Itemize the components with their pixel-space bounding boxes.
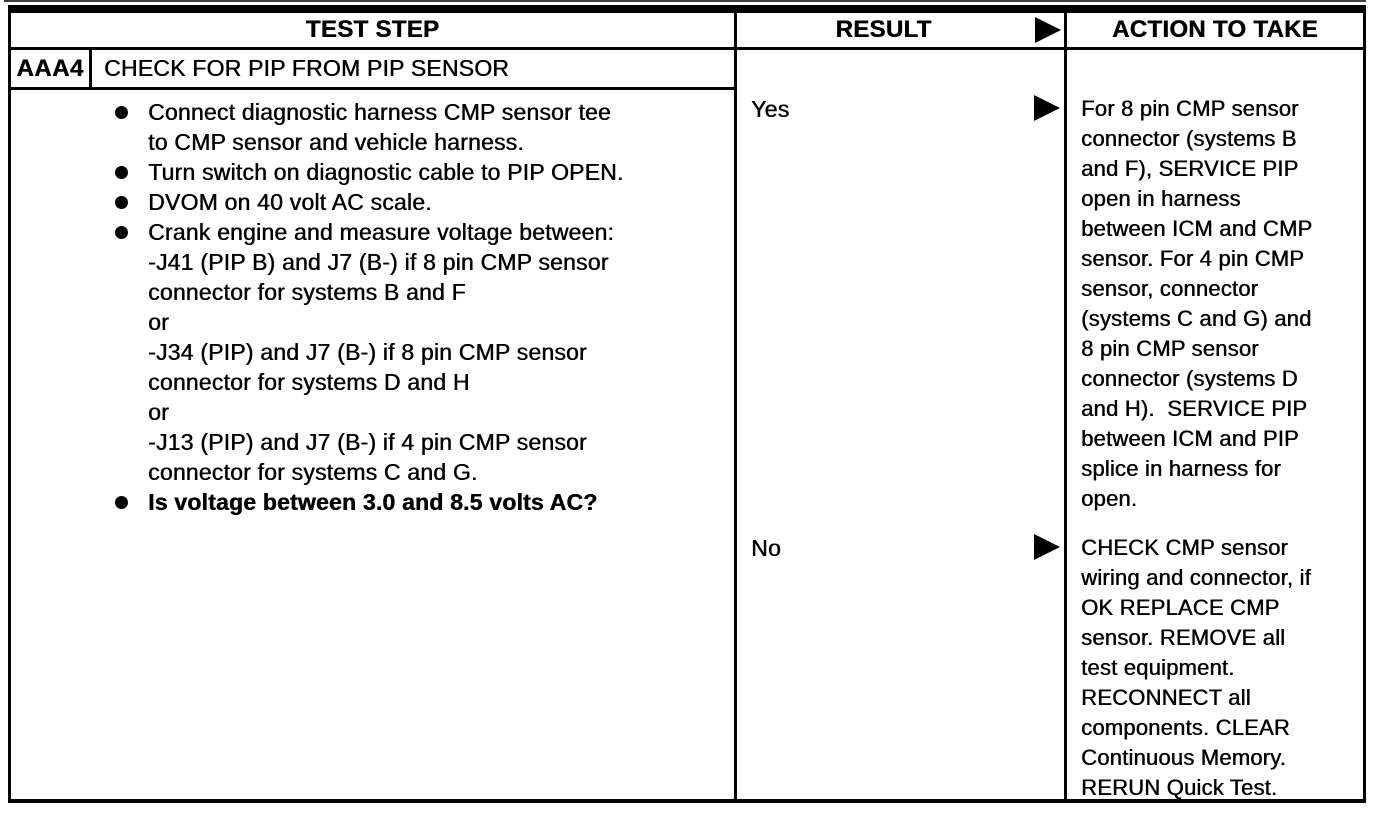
action-text-yes: For 8 pin CMP sensor connector (systems … bbox=[1081, 96, 1313, 511]
list-item-question: Is voltage between 3.0 and 8.5 volts AC? bbox=[11, 487, 734, 517]
result-label-no: No bbox=[751, 535, 782, 561]
bullet-text: DVOM on 40 volt AC scale. bbox=[148, 189, 432, 215]
bullet-icon bbox=[115, 196, 128, 209]
bullet-icon bbox=[115, 166, 128, 179]
diagnostic-test-table: TEST STEP RESULT ACTION TO TAKE AAA4 CHE… bbox=[8, 5, 1366, 803]
action-header-label: ACTION TO TAKE bbox=[1112, 16, 1318, 43]
result-row-yes: Yes bbox=[737, 94, 1064, 124]
list-item: Crank engine and measure voltage between… bbox=[11, 217, 734, 487]
list-item: Turn switch on diagnostic cable to PIP O… bbox=[11, 157, 734, 187]
step-header-row: AAA4 CHECK FOR PIP FROM PIP SENSOR bbox=[11, 50, 734, 90]
result-label-yes: Yes bbox=[751, 96, 790, 122]
action-column: For 8 pin CMP sensor connector (systems … bbox=[1067, 50, 1363, 800]
bullet-icon bbox=[115, 226, 128, 239]
result-arrow-icon bbox=[1035, 17, 1061, 43]
bullet-text: Crank engine and measure voltage between… bbox=[148, 219, 614, 485]
step-id-cell: AAA4 bbox=[11, 50, 92, 87]
bullet-text: Turn switch on diagnostic cable to PIP O… bbox=[148, 159, 624, 185]
action-text-no: CHECK CMP sensor wiring and connector, i… bbox=[1081, 535, 1311, 800]
result-column: Yes No bbox=[737, 50, 1067, 799]
result-header-label: RESULT bbox=[835, 16, 932, 43]
table-body: AAA4 CHECK FOR PIP FROM PIP SENSOR Conne… bbox=[11, 50, 1363, 800]
header-cell-action: ACTION TO TAKE bbox=[1067, 13, 1363, 47]
result-arrow-icon bbox=[1034, 534, 1060, 560]
list-item: DVOM on 40 volt AC scale. bbox=[11, 187, 734, 217]
bullet-text: Connect diagnostic harness CMP sensor te… bbox=[148, 99, 611, 155]
step-instructions-list: Connect diagnostic harness CMP sensor te… bbox=[11, 90, 734, 517]
result-row-no: No bbox=[737, 533, 1064, 563]
bullet-icon bbox=[115, 496, 128, 509]
step-title-cell: CHECK FOR PIP FROM PIP SENSOR bbox=[104, 55, 509, 81]
table-header-row: TEST STEP RESULT ACTION TO TAKE bbox=[11, 13, 1363, 50]
bullet-icon bbox=[115, 106, 128, 119]
test-step-header-label: TEST STEP bbox=[305, 16, 440, 43]
header-cell-result: RESULT bbox=[737, 13, 1067, 47]
list-item: Connect diagnostic harness CMP sensor te… bbox=[11, 97, 734, 157]
bullet-text: Is voltage between 3.0 and 8.5 volts AC? bbox=[148, 489, 598, 515]
result-arrow-icon bbox=[1034, 95, 1060, 121]
test-step-column: AAA4 CHECK FOR PIP FROM PIP SENSOR Conne… bbox=[11, 50, 737, 799]
header-cell-test-step: TEST STEP bbox=[11, 13, 737, 47]
scan-edge-line bbox=[4, 0, 1366, 2]
